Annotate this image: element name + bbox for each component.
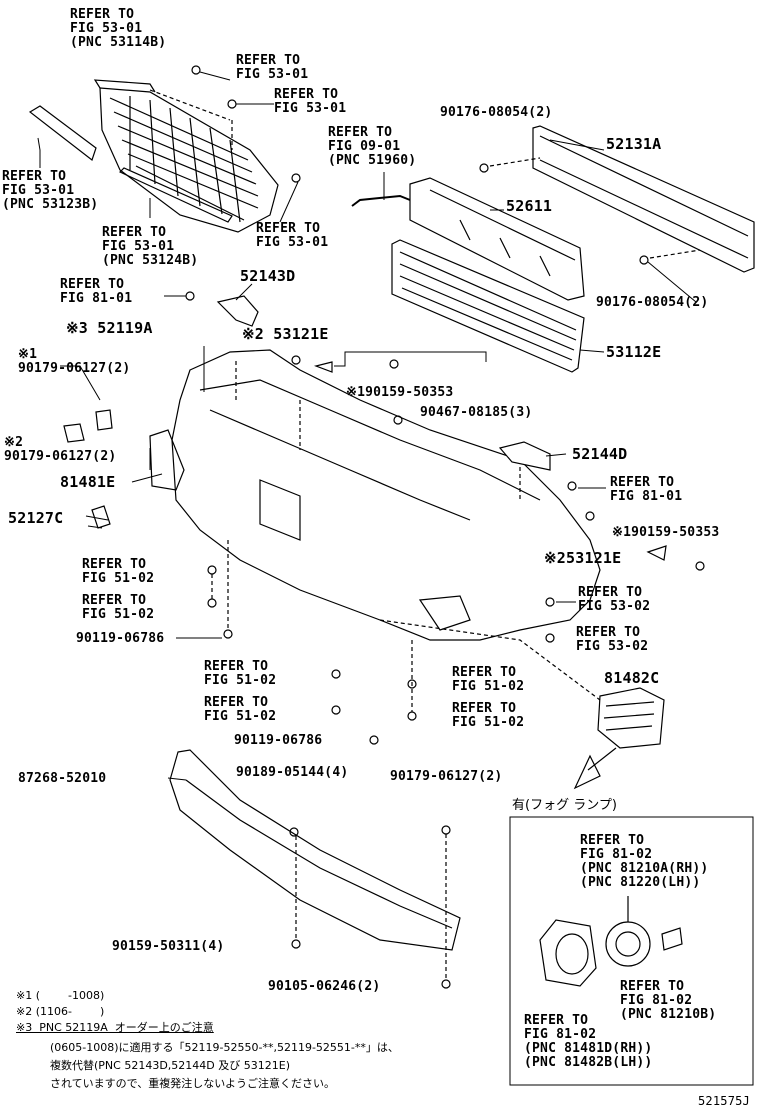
part-81481E: 81481E: [60, 473, 116, 491]
part-90159-right: ※190159-50353: [612, 525, 720, 540]
lower-spoiler: [169, 749, 461, 951]
lower-grille: [391, 239, 585, 373]
label-screw-refer: REFER TO FIG 53-01: [236, 53, 309, 82]
leader-lines: [37, 71, 697, 781]
part-53121E-right: ※253121E: [544, 549, 622, 567]
molding-left: [28, 105, 97, 161]
part-90189: 90189-05144(4): [236, 765, 349, 780]
label-fog-lamp: 有(フォグ ランプ): [512, 798, 617, 813]
part-52143D: 52143D: [240, 267, 296, 285]
bumper-reinforcement: [532, 125, 755, 273]
label-clip-81-right-refer: REFER TO FIG 81-01: [610, 475, 683, 504]
label-53-02-a: REFER TO FIG 53-02: [578, 585, 651, 614]
label-51-02-e: REFER TO FIG 51-02: [204, 695, 277, 724]
fog-lamp: [539, 896, 683, 987]
note-2: ※2 (1106- ): [16, 1005, 105, 1018]
label-51-02-b: REFER TO FIG 51-02: [82, 593, 155, 622]
label-53-02-b: REFER TO FIG 53-02: [576, 625, 649, 654]
label-fog-ref-2: REFER TO FIG 81-02 (PNC 81210B): [620, 979, 717, 1022]
energy-absorber: [409, 177, 585, 301]
label-molding-left-refer: REFER TO FIG 53-01 (PNC 53123B): [2, 169, 99, 212]
figure-code: 521575J: [698, 1094, 750, 1108]
part-90159-bottom: 90159-50311(4): [112, 939, 225, 954]
note-5: 複数代替(PNC 52143D,52144D 及び 53121E): [50, 1059, 290, 1072]
part-90159-top: ※190159-50353: [346, 385, 454, 400]
bumper-cover: [171, 349, 601, 641]
part-52131A: 52131A: [606, 135, 662, 153]
part-90119-mid: 90119-06786: [234, 733, 323, 748]
part-90179-bottom: 90179-06127(2): [390, 769, 503, 784]
part-52127C: 52127C: [8, 509, 64, 527]
label-molding-mid-refer: REFER TO FIG 53-01 (PNC 53124B): [102, 225, 199, 268]
part-90179-mid: ※2 90179-06127(2): [4, 435, 117, 464]
part-90105: 90105-06246(2): [268, 979, 381, 994]
label-grille-refer: REFER TO FIG 53-01 (PNC 53114B): [70, 7, 167, 50]
label-hook-refer: REFER TO FIG 09-01 (PNC 51960): [328, 125, 417, 168]
part-81482C: 81482C: [604, 669, 660, 687]
note-6: されていますので、重複発注しないようご注意ください。: [50, 1077, 336, 1090]
part-53112E: 53112E: [606, 343, 662, 361]
part-90119-left: 90119-06786: [76, 631, 165, 646]
part-52119A: ※3 52119A: [66, 319, 153, 337]
part-90176-right: 90176-08054(2): [596, 295, 709, 310]
label-51-02-f: REFER TO FIG 51-02: [452, 701, 525, 730]
label-fog-ref-1: REFER TO FIG 81-02 (PNC 81210A(RH)) (PNC…: [580, 833, 709, 890]
part-52611: 52611: [506, 197, 553, 215]
fog-lamp-box: [509, 816, 754, 1086]
label-clip-refer: REFER TO FIG 53-01: [274, 87, 347, 116]
part-53121E-top: ※2 53121E: [242, 325, 329, 343]
part-90179-top: ※1 90179-06127(2): [18, 347, 131, 376]
note-1: ※1 ( -1008): [16, 989, 105, 1002]
part-52144D: 52144D: [572, 445, 628, 463]
part-90467: 90467-08185(3): [420, 405, 533, 420]
note-3: ※3 PNC 52119A オーダー上のご注意: [16, 1021, 214, 1034]
label-51-02-c: REFER TO FIG 51-02: [204, 659, 277, 688]
upper-grille: [93, 79, 279, 233]
molding-mid: [118, 167, 233, 223]
label-51-02-a: REFER TO FIG 51-02: [82, 557, 155, 586]
label-screw-grille-refer: REFER TO FIG 53-01: [256, 221, 329, 250]
label-clip-81-refer: REFER TO FIG 81-01: [60, 277, 133, 306]
note-4: (0605-1008)に適用する「52119-52550-**,52119-52…: [50, 1041, 399, 1054]
part-87268: 87268-52010: [18, 771, 107, 786]
part-90176-top: 90176-08054(2): [440, 105, 553, 120]
fasteners: [185, 291, 705, 989]
label-51-02-d: REFER TO FIG 51-02: [452, 665, 525, 694]
label-fog-ref-3: REFER TO FIG 81-02 (PNC 81481D(RH)) (PNC…: [524, 1013, 653, 1070]
